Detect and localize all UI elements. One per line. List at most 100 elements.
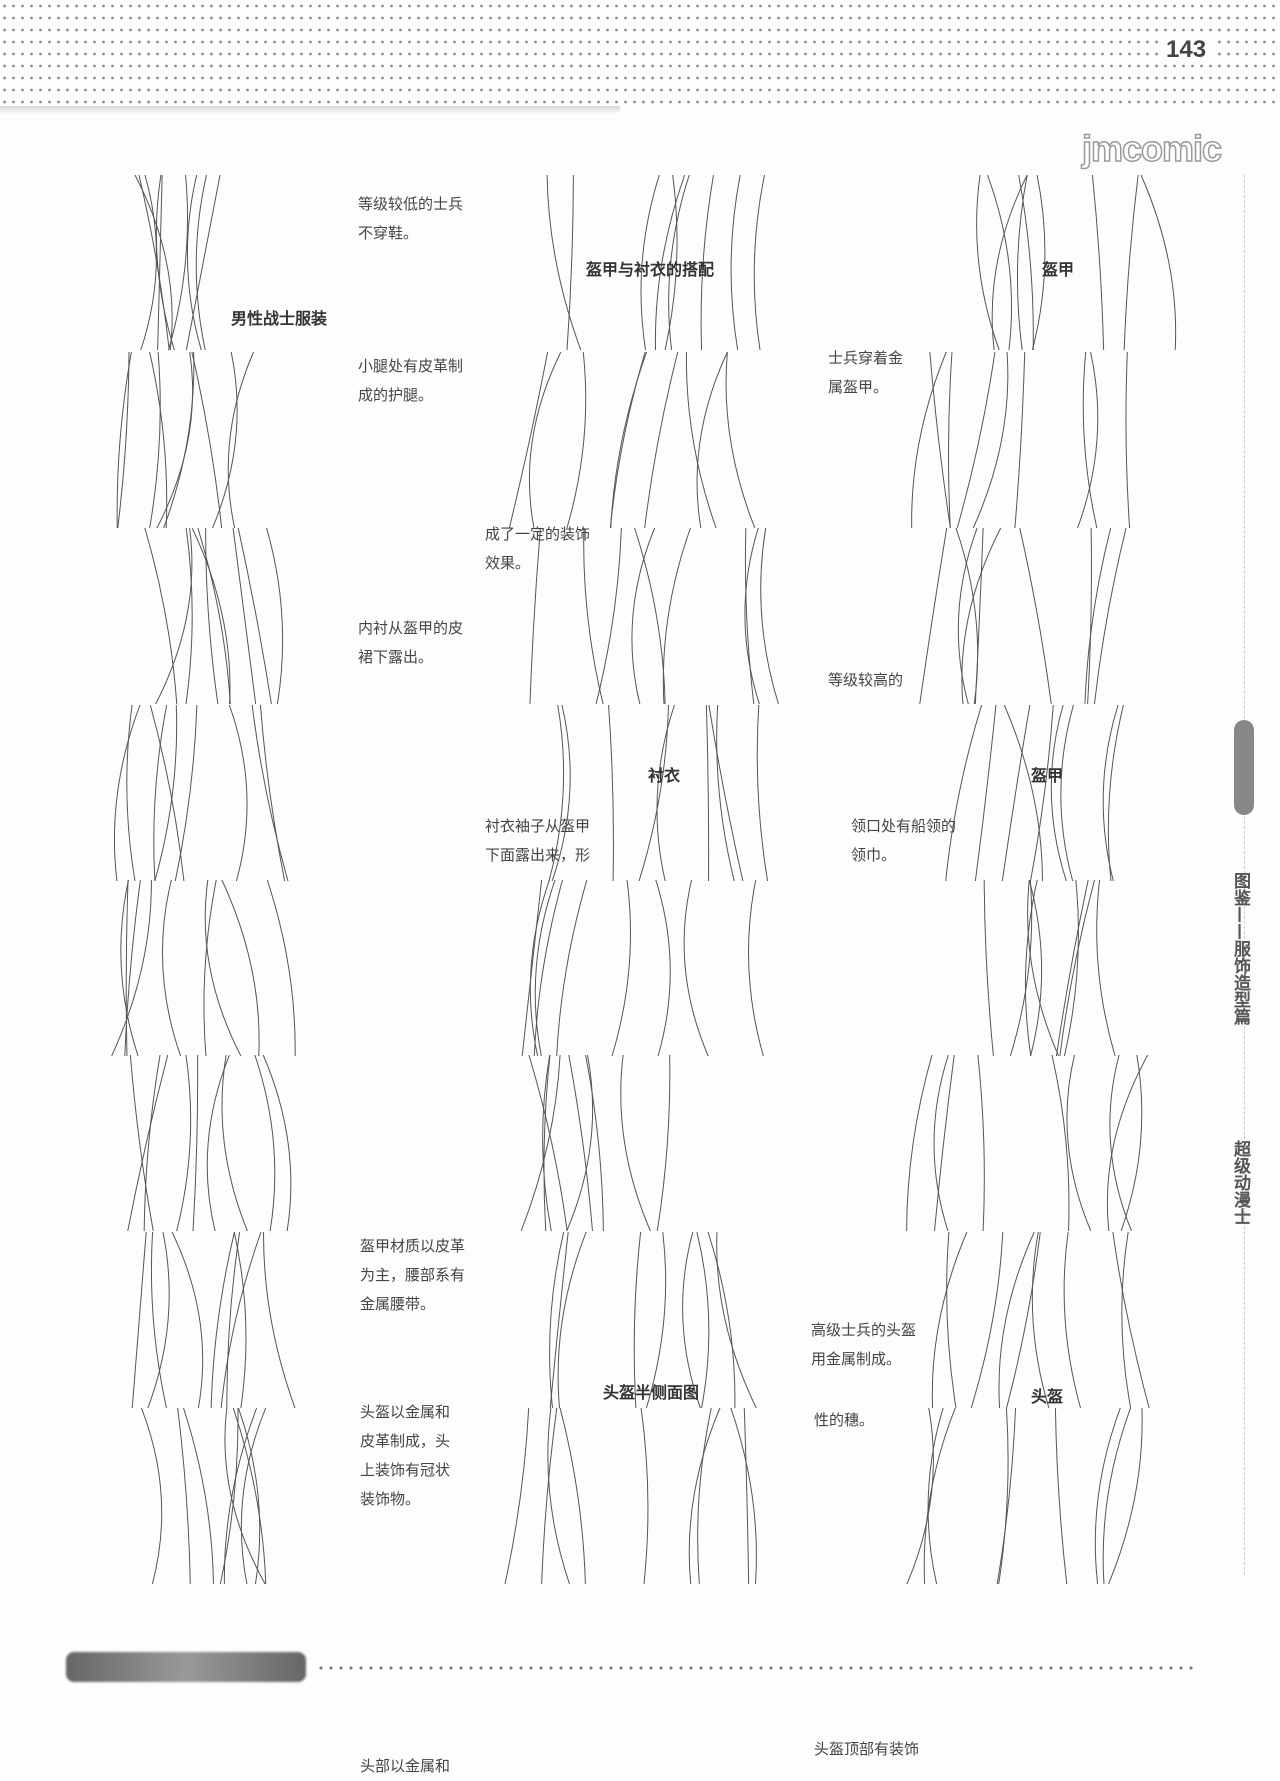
sketch-line	[147, 1232, 170, 1408]
sketch-line	[210, 1232, 235, 1408]
sketch-line	[226, 1232, 241, 1408]
sketch-line	[972, 352, 1009, 528]
sketch-line	[1016, 175, 1028, 350]
sketch-line	[644, 352, 679, 528]
sketch-line	[232, 528, 257, 704]
sketch-line	[1019, 528, 1052, 704]
sketch-line	[961, 528, 1002, 704]
sketch-line	[529, 528, 541, 704]
sketch-line	[1109, 1055, 1132, 1231]
sketch-line	[1077, 352, 1099, 528]
sketch-line	[232, 1408, 267, 1584]
sketch-line	[640, 175, 660, 350]
annotation-sleeves: 衬衣袖子从盔甲下面露出来，形	[485, 817, 591, 864]
sketch-line	[1121, 1232, 1132, 1408]
sketch-line	[126, 705, 136, 881]
sketch-line	[1102, 705, 1119, 881]
sketch-line	[504, 1408, 530, 1584]
sketch-line	[1003, 705, 1043, 881]
sketch-line	[1006, 1232, 1041, 1408]
sketch-line	[609, 352, 646, 528]
sketch-line	[645, 1232, 667, 1408]
sketch-line	[716, 705, 735, 881]
sketch-line	[620, 1055, 651, 1231]
sketch-line	[171, 1232, 204, 1408]
sketch-line	[633, 1232, 642, 1408]
caption-helmet: 头盔	[1031, 1387, 1064, 1406]
sketch-line	[945, 705, 983, 881]
sketch-line	[696, 352, 728, 528]
sketch-line	[1112, 1232, 1150, 1408]
sketch-line	[707, 1232, 736, 1408]
sketch-line	[1059, 880, 1096, 1056]
sketch-line	[933, 1055, 955, 1231]
illustration-strip	[48, 528, 1183, 704]
annotation-helmet-material: 头盔以金属和皮革制成，头上装饰有冠状装饰物。	[360, 1403, 451, 1508]
illustration-strip	[48, 175, 1183, 350]
sketch-line	[933, 1055, 949, 1231]
sketch-line	[528, 352, 562, 528]
sketch-line	[206, 1055, 230, 1231]
sketch-line	[195, 175, 207, 350]
sketch-line	[610, 352, 648, 528]
annotation-metal-armor: 士兵穿着金属盔甲。	[828, 349, 904, 396]
sketch-line	[183, 1408, 214, 1584]
sketch-line	[744, 528, 760, 704]
sketch-line	[931, 1232, 968, 1408]
sketch-line	[129, 1055, 154, 1231]
sketch-line	[1066, 1055, 1092, 1231]
sketch-line	[204, 880, 242, 1056]
annotation-head-partial: 头部以金属和	[360, 1757, 451, 1775]
sketch-line	[611, 880, 631, 1056]
sketch-line	[998, 1408, 1009, 1584]
sketch-line	[143, 1055, 161, 1231]
sketch-line	[138, 175, 170, 350]
sketch-line	[149, 705, 185, 881]
sketch-line	[595, 528, 622, 704]
sketch-line	[998, 1232, 1035, 1408]
sketch-line	[186, 175, 202, 350]
sketch-line	[906, 1055, 933, 1231]
sketch-line	[1108, 1408, 1143, 1584]
sketch-line	[1063, 1232, 1082, 1408]
sketch-line	[1014, 352, 1026, 528]
sketch-line	[956, 352, 996, 528]
sketch-line	[134, 175, 173, 350]
caption-armor-shirt: 盔甲与衬衣的搭配	[586, 260, 715, 279]
sketch-line	[1087, 528, 1092, 704]
sketch-line	[1030, 705, 1054, 881]
sketch-line	[154, 705, 178, 881]
sketch-line	[608, 705, 614, 881]
sketch-line	[1018, 175, 1034, 350]
sketch-line	[697, 1408, 712, 1584]
sketch-line	[127, 1055, 169, 1231]
sketch-line	[192, 1055, 199, 1231]
sketch-line	[161, 880, 182, 1056]
sketch-line	[1091, 175, 1105, 350]
sketch-line	[1106, 1055, 1149, 1231]
sketch-line	[1051, 1055, 1070, 1231]
caption-armor: 盔甲	[1042, 260, 1075, 279]
sketch-line	[974, 705, 997, 881]
sketch-line	[631, 528, 656, 704]
sketch-line	[583, 528, 604, 704]
annotation-greaves: 小腿处有皮革制成的护腿。	[358, 357, 464, 404]
illustration-strip	[48, 1232, 1183, 1408]
sketch-line	[549, 1232, 569, 1408]
sketch-line	[266, 528, 284, 704]
sketch-line	[140, 175, 157, 350]
sketch-line	[220, 1232, 262, 1408]
annotation-helmet-top: 头盔顶部有装饰	[814, 1740, 920, 1758]
sketch-line	[224, 1408, 266, 1584]
sketch-line	[547, 1408, 570, 1584]
sketch-line	[664, 175, 678, 350]
sketch-line	[682, 1232, 701, 1408]
sketch-line	[149, 352, 161, 528]
sketch-line	[203, 880, 217, 1056]
sketch-line	[906, 1408, 934, 1584]
sketch-line	[153, 705, 168, 881]
sketch-line	[117, 352, 130, 528]
sketch-line	[744, 528, 755, 704]
illustration-strip	[48, 880, 1183, 1056]
sketch-line	[551, 705, 571, 881]
